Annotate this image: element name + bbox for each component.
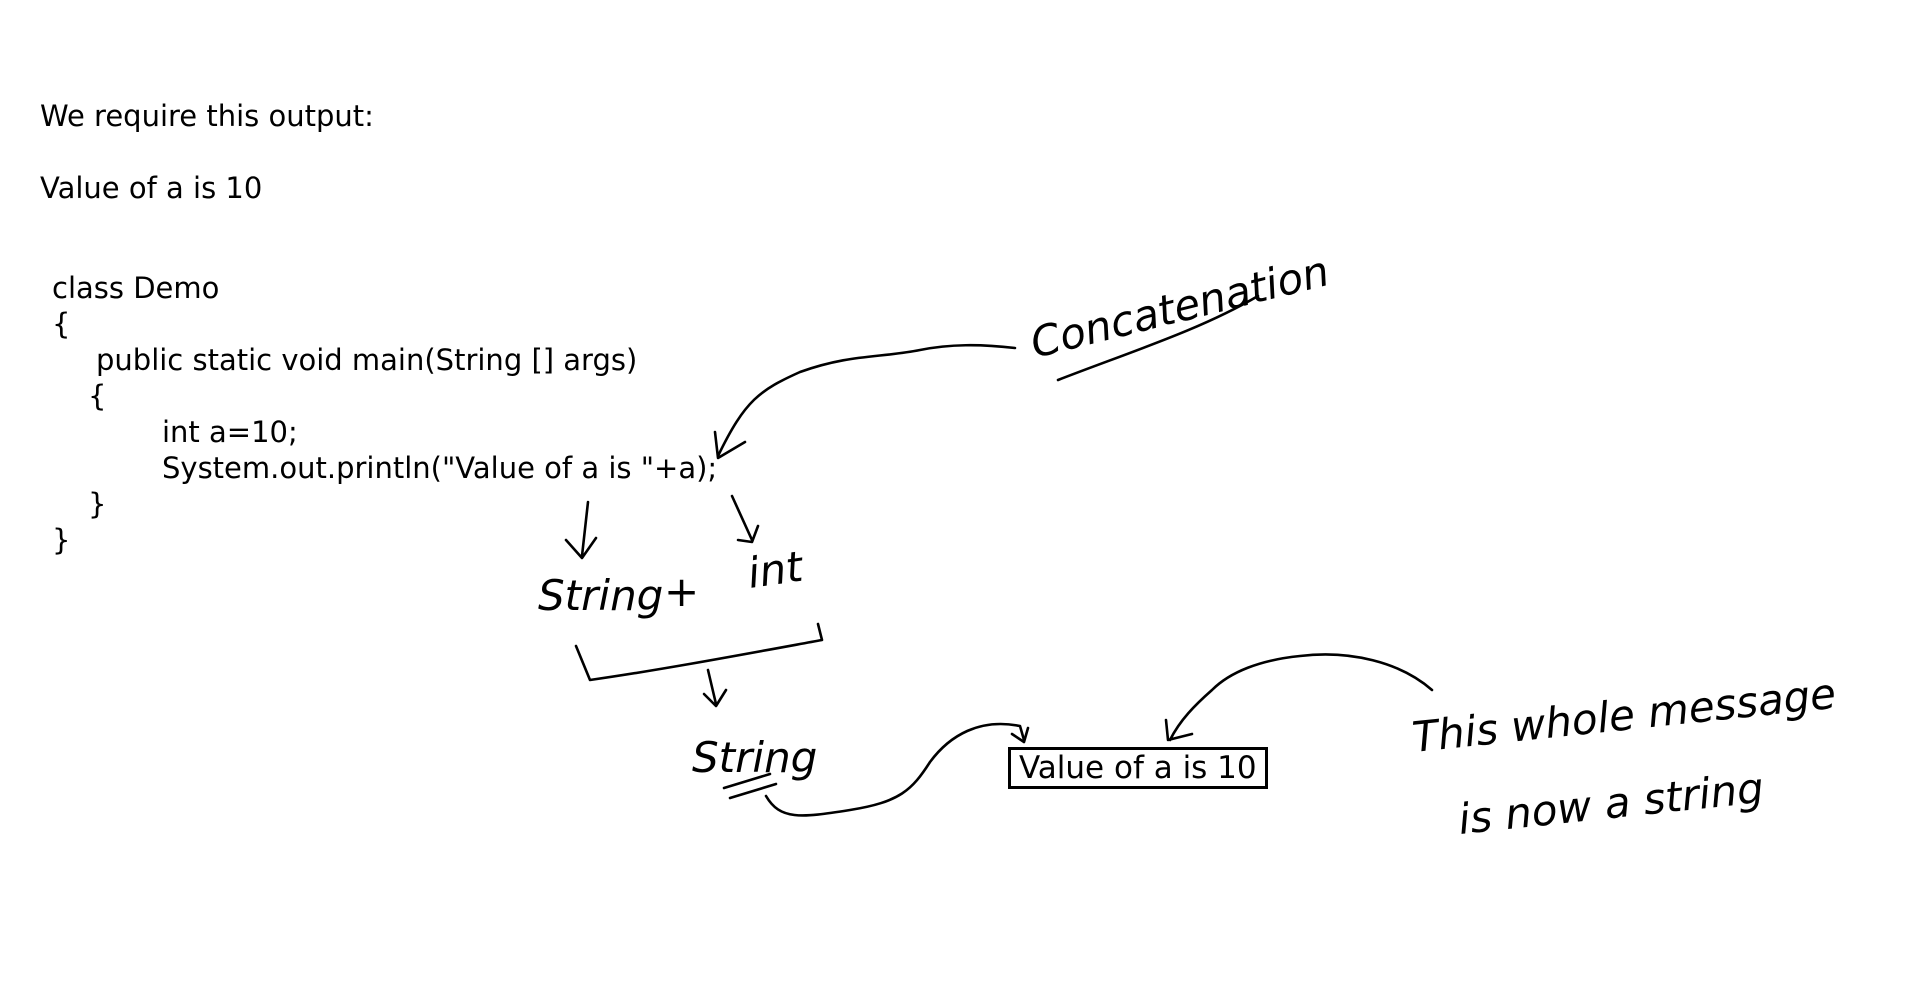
message-line-1: This whole message	[1410, 669, 1838, 762]
string-operand-label: String	[538, 571, 663, 620]
concatenation-arrow	[716, 343, 1017, 458]
concatenation-note: Concatenation	[1026, 246, 1334, 367]
message-line-2: is now a string	[1456, 763, 1766, 844]
code-line: {	[88, 379, 107, 413]
message-arrowhead	[1164, 718, 1194, 742]
to-output-arrowhead	[1010, 726, 1030, 744]
expected-output: Value of a is 10	[40, 171, 263, 205]
concatenation-underline	[1056, 294, 1260, 382]
code-line: }	[52, 523, 71, 557]
int-down-arrow	[730, 494, 760, 544]
plus-label: +	[664, 567, 699, 616]
int-operand-label: int	[745, 542, 808, 598]
intro-heading: We require this output:	[40, 99, 374, 133]
code-line: System.out.println("Value of a is "+a);	[162, 451, 718, 485]
code-line: {	[52, 307, 71, 341]
string-result-label: String	[692, 733, 817, 782]
code-line: }	[88, 487, 107, 521]
grouping-bracket	[574, 622, 824, 682]
code-line: public static void main(String [] args)	[96, 343, 638, 377]
code-line: class Demo	[52, 271, 220, 305]
string-result-underline	[722, 772, 778, 800]
string-down-arrow	[564, 500, 598, 560]
to-output-arrow	[764, 722, 1026, 817]
message-arrow	[1168, 653, 1434, 742]
concatenation-arrowhead	[713, 430, 747, 460]
result-down-arrow	[702, 668, 728, 708]
code-line: int a=10;	[162, 415, 298, 449]
output-box: Value of a is 10	[1008, 747, 1268, 789]
